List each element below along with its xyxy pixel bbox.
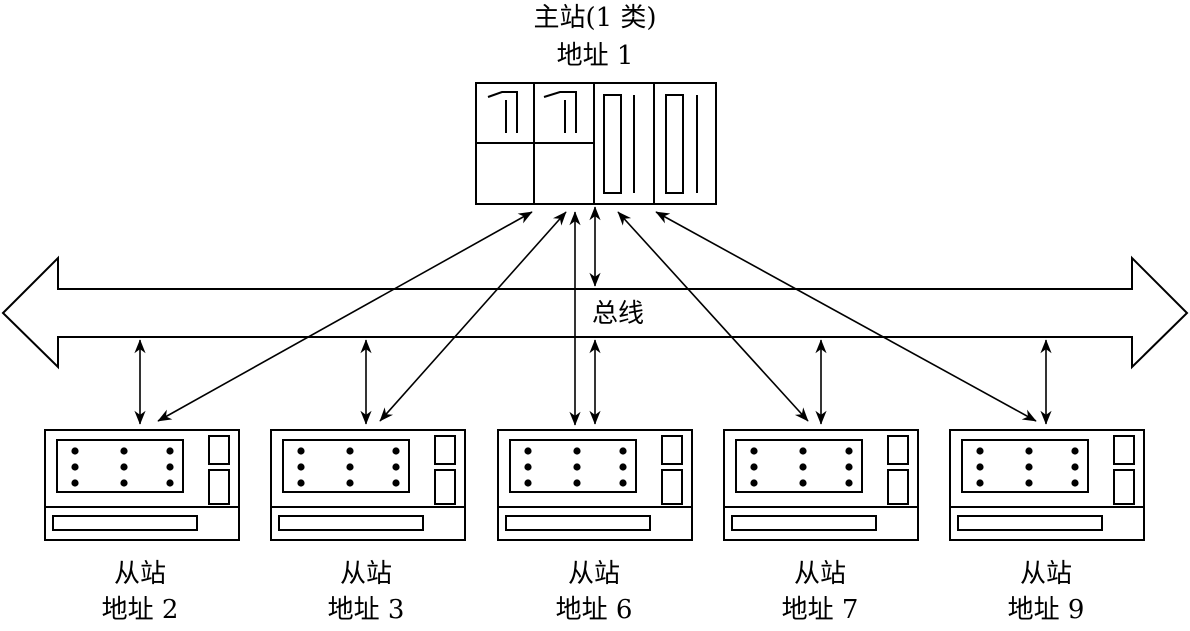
slave-led-dot — [346, 447, 354, 455]
slave-display-panel — [961, 439, 1089, 493]
slave-indicator-upper — [208, 435, 230, 465]
slave-label: 从站 — [114, 559, 166, 589]
slave-indicator-lower — [1113, 469, 1135, 505]
slave-led-dot — [619, 447, 627, 455]
slave-led-dot — [120, 447, 128, 455]
slave-led-dot — [845, 463, 853, 471]
slave-led-dot — [1071, 447, 1079, 455]
slave-led-dot — [392, 479, 400, 487]
master-station — [475, 82, 717, 205]
slave-led-dot — [750, 479, 758, 487]
slave-housing — [497, 429, 693, 541]
slave-display-panel — [509, 439, 637, 493]
slave-address: 地址 2 — [102, 595, 179, 625]
slave-led-dot — [573, 447, 581, 455]
slave-led-dot — [750, 447, 758, 455]
slave-indicator-upper — [434, 435, 456, 465]
slave-led-dot — [799, 447, 807, 455]
slave-indicator-lower — [887, 469, 909, 505]
slave-led-dot — [524, 479, 532, 487]
slave-led-dot — [297, 463, 305, 471]
slave-display-panel — [56, 439, 184, 493]
slave-station — [44, 429, 240, 541]
slave-led-dot — [392, 447, 400, 455]
slave-led-dot — [1071, 463, 1079, 471]
slave-housing — [44, 429, 240, 541]
bus-label: 总线 — [592, 299, 644, 329]
slave-led-dot — [166, 479, 174, 487]
slave-led-dot — [845, 447, 853, 455]
slave-led-dot — [750, 463, 758, 471]
slave-led-dot — [120, 463, 128, 471]
slave-indicator-upper — [887, 435, 909, 465]
slave-led-dot — [619, 463, 627, 471]
slave-indicator-lower — [434, 469, 456, 505]
slave-led-dot — [71, 479, 79, 487]
slave-address: 地址 6 — [556, 595, 633, 625]
slave-led-dot — [71, 447, 79, 455]
bus-arrow — [1, 255, 1189, 370]
slave-led-dot — [346, 463, 354, 471]
slave-station — [270, 429, 466, 541]
slave-indicator-lower — [661, 469, 683, 505]
master-title: 主站(1 类) — [533, 3, 656, 33]
slave-indicator-lower — [208, 469, 230, 505]
slave-led-dot — [392, 463, 400, 471]
slave-slot — [505, 515, 651, 531]
slave-led-dot — [524, 447, 532, 455]
slave-led-dot — [573, 463, 581, 471]
slave-led-dot — [346, 479, 354, 487]
link-master-slave-3 — [379, 211, 567, 422]
slave-display-panel — [282, 439, 410, 493]
slave-slot — [52, 515, 198, 531]
slave-housing — [949, 429, 1145, 541]
slave-address: 地址 3 — [328, 595, 405, 625]
slave-led-dot — [619, 479, 627, 487]
slave-address: 地址 9 — [1008, 595, 1085, 625]
slave-display-panel — [735, 439, 863, 493]
slave-led-dot — [573, 479, 581, 487]
slave-led-dot — [120, 479, 128, 487]
slave-station — [723, 429, 919, 541]
slave-slot — [278, 515, 424, 531]
slave-station — [497, 429, 693, 541]
slave-led-dot — [976, 479, 984, 487]
slave-label: 从站 — [1020, 559, 1072, 589]
slave-led-dot — [297, 479, 305, 487]
slave-led-dot — [976, 463, 984, 471]
slave-led-dot — [524, 463, 532, 471]
master-address: 地址 1 — [557, 41, 634, 71]
slave-label: 从站 — [568, 559, 620, 589]
slave-label: 从站 — [340, 559, 392, 589]
slave-led-dot — [799, 479, 807, 487]
slave-indicator-upper — [1113, 435, 1135, 465]
slave-led-dot — [799, 463, 807, 471]
slave-led-dot — [1071, 479, 1079, 487]
slave-led-dot — [976, 447, 984, 455]
slave-led-dot — [166, 463, 174, 471]
slave-housing — [723, 429, 919, 541]
slave-slot — [957, 515, 1103, 531]
slave-slot — [731, 515, 877, 531]
bus-slave-links — [134, 339, 1052, 425]
slave-led-dot — [1025, 447, 1033, 455]
slave-label: 从站 — [794, 559, 846, 589]
slave-led-dot — [166, 447, 174, 455]
slave-indicator-upper — [661, 435, 683, 465]
slave-led-dot — [845, 479, 853, 487]
slave-housing — [270, 429, 466, 541]
slave-led-dot — [71, 463, 79, 471]
slave-address: 地址 7 — [782, 595, 859, 625]
link-master-slave-9 — [655, 211, 1037, 422]
slave-led-dot — [1025, 479, 1033, 487]
slave-station — [949, 429, 1145, 541]
slave-led-dot — [297, 447, 305, 455]
master-slave-links — [157, 211, 1037, 426]
slave-led-dot — [1025, 463, 1033, 471]
